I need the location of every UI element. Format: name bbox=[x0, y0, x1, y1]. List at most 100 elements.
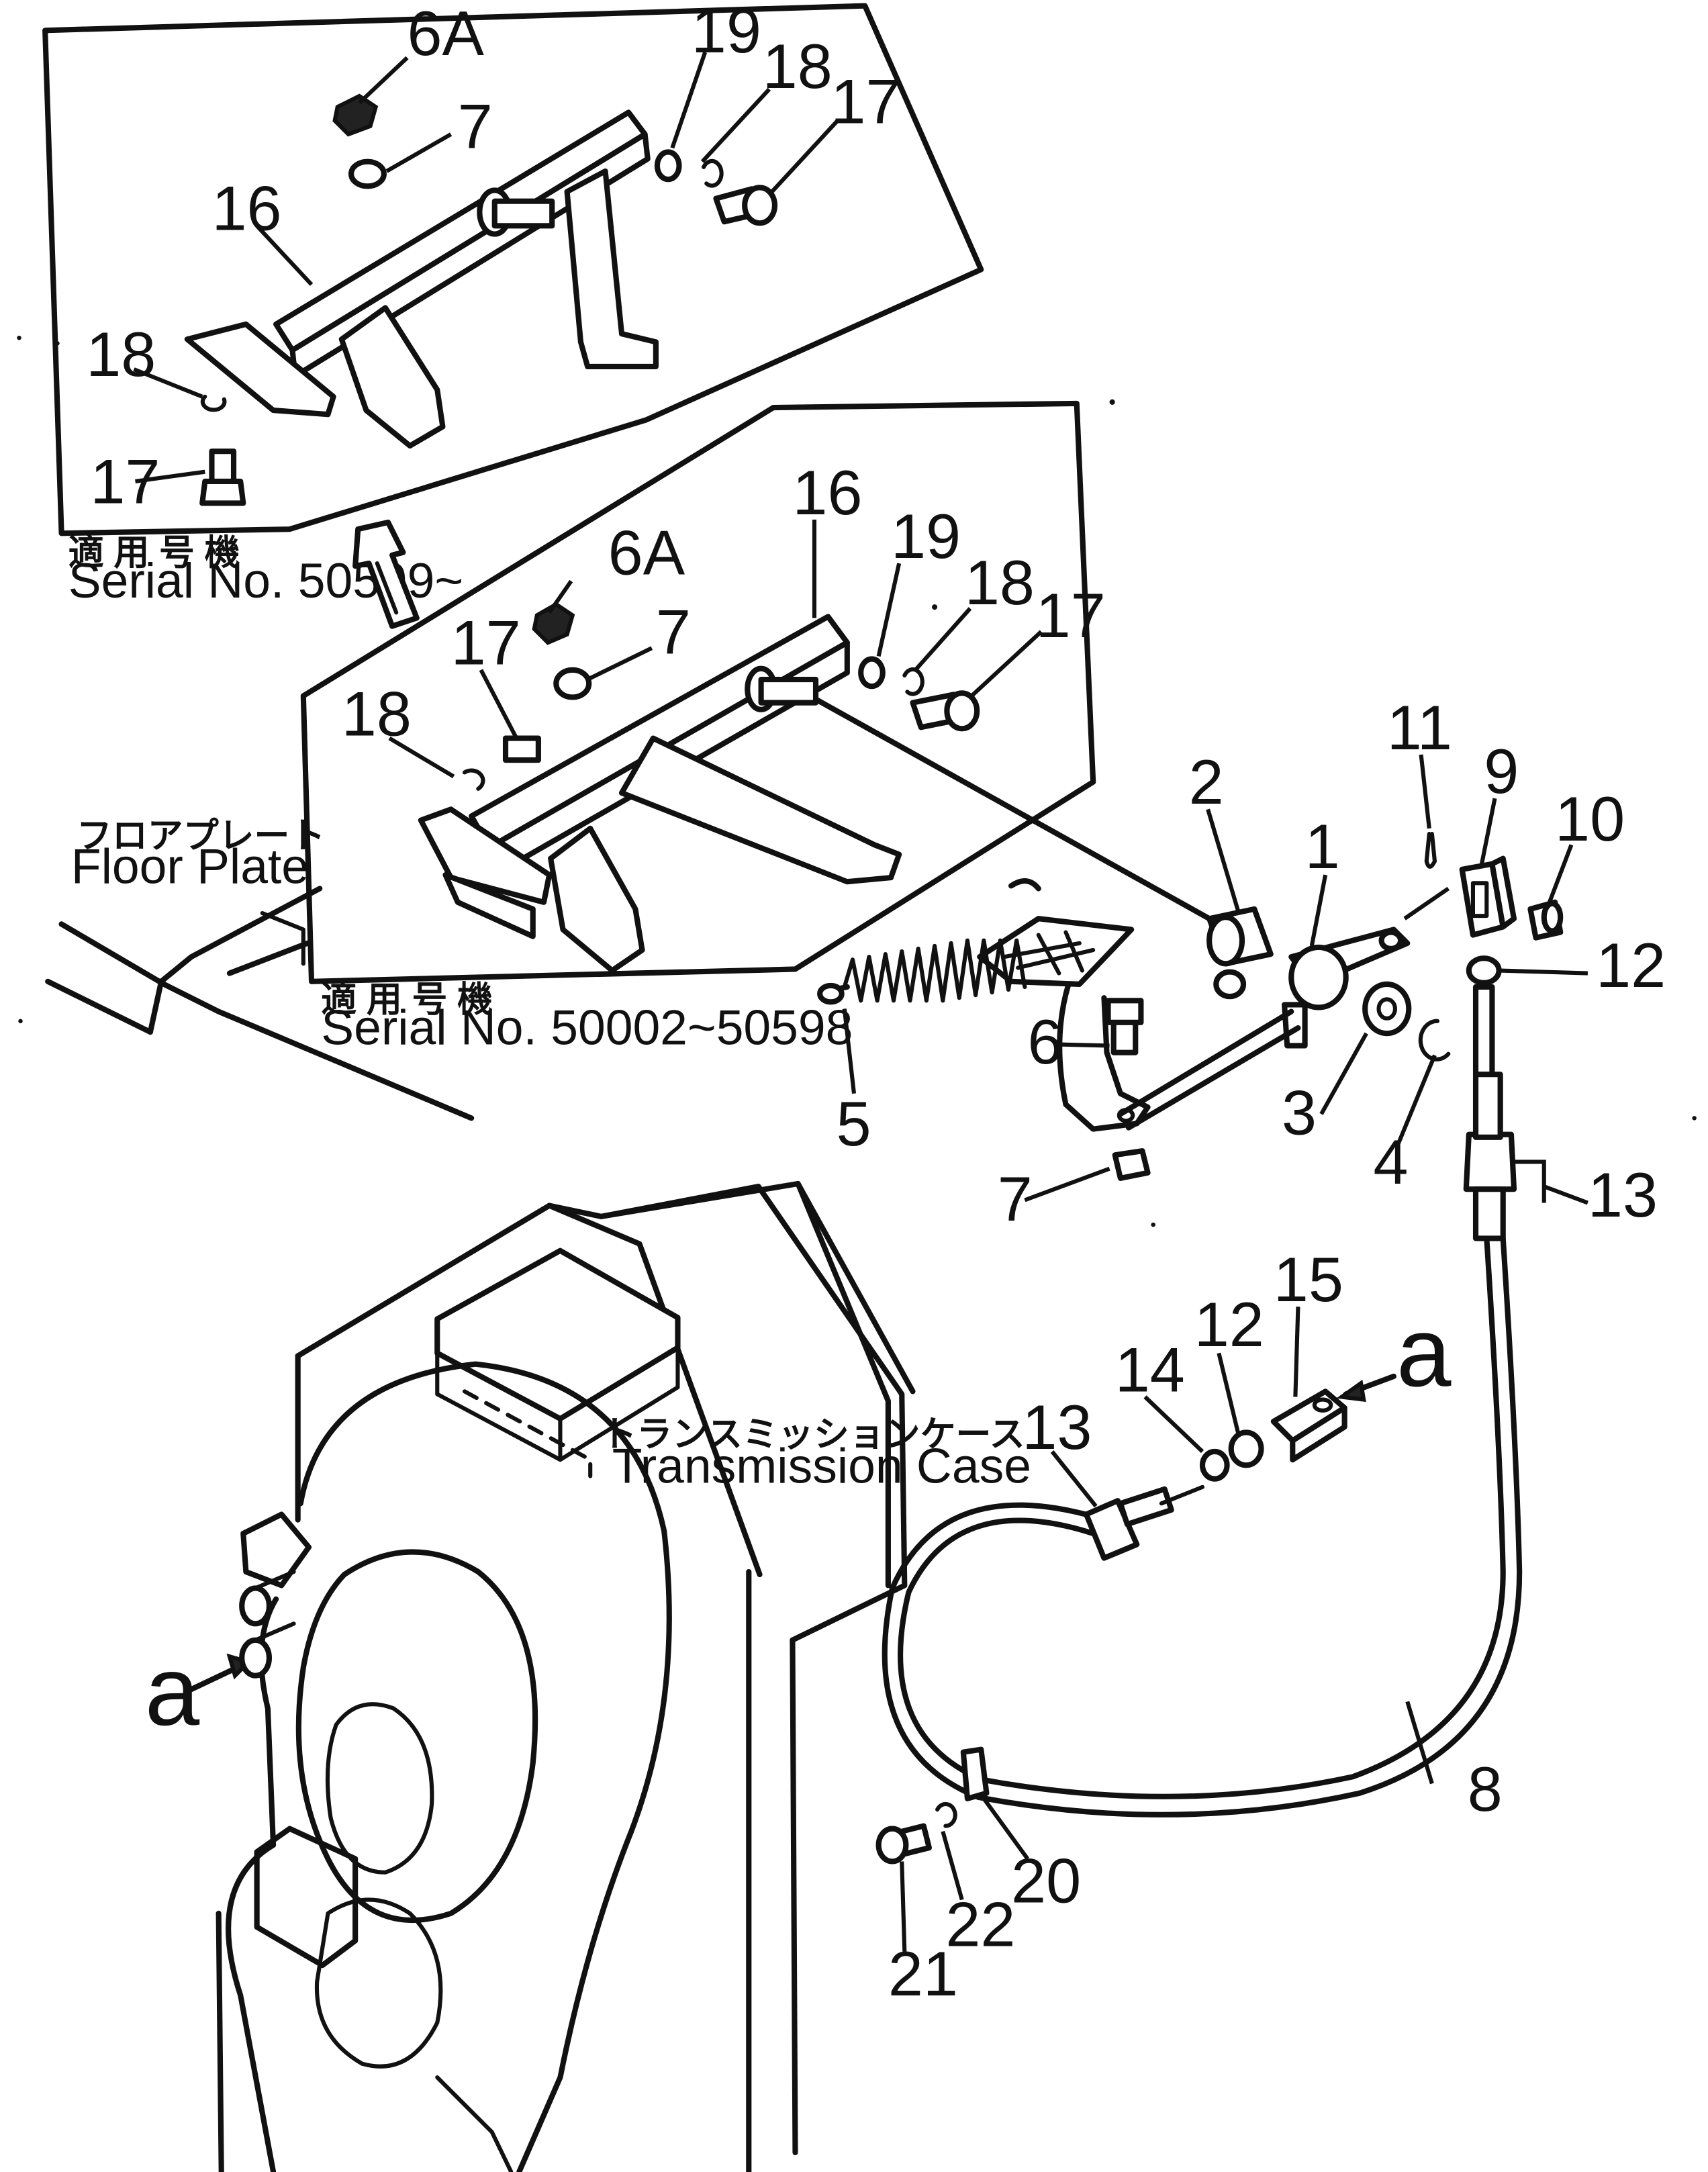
port-middle bbox=[239, 1585, 273, 1627]
pedal-arm bbox=[1057, 981, 1151, 1132]
callout-13-lower: 13 bbox=[1022, 1392, 1092, 1462]
callout-14: 14 bbox=[1115, 1334, 1185, 1405]
bushing-2-end bbox=[1206, 914, 1245, 967]
callout-11: 11 bbox=[1387, 692, 1452, 763]
bolt-head-17b-top bbox=[199, 478, 246, 506]
transmission-case bbox=[216, 1180, 916, 2172]
support-arm-mid bbox=[618, 735, 902, 885]
callout-18a-top: 18 bbox=[763, 31, 833, 101]
pin-shaft-mid bbox=[758, 676, 819, 706]
callout-13-upper: 13 bbox=[1588, 1160, 1658, 1230]
callout-5: 5 bbox=[837, 1088, 871, 1159]
scan-speckles bbox=[17, 335, 1697, 1691]
cable-fitting-13-lower bbox=[1083, 1498, 1140, 1561]
nut-12-lower bbox=[1228, 1429, 1264, 1468]
washer-19-top bbox=[654, 149, 682, 183]
port-upper bbox=[240, 1511, 312, 1589]
callout-7-top: 7 bbox=[458, 91, 493, 161]
bell-opening bbox=[295, 1549, 538, 1924]
stop-bracket-top bbox=[338, 305, 446, 449]
nut-12-upper bbox=[1466, 955, 1502, 986]
cable-rod-upper bbox=[1472, 984, 1495, 1078]
callout-a-right: a bbox=[1396, 1297, 1452, 1407]
callout-a-left: a bbox=[145, 1636, 200, 1746]
serial-mid-jp: 適 用 号 機 bbox=[321, 980, 493, 1020]
ear-base-mid bbox=[442, 871, 536, 939]
support-arm-top bbox=[564, 168, 659, 370]
callout-7-mid: 7 bbox=[656, 596, 691, 667]
callout-17a-mid: 17 bbox=[1036, 580, 1106, 651]
cotter-pin-11 bbox=[1424, 831, 1437, 869]
nut-top bbox=[348, 158, 387, 189]
bell-housing bbox=[297, 1361, 672, 2172]
top-cover bbox=[434, 1247, 681, 1422]
bolt-17b-mid bbox=[502, 735, 541, 763]
washer-22 bbox=[935, 1801, 957, 1828]
callout-6: 6 bbox=[1027, 1006, 1062, 1077]
washer-14 bbox=[1199, 1448, 1230, 1482]
callout-16-mid: 16 bbox=[792, 457, 862, 528]
snap-18b-top bbox=[200, 394, 227, 412]
left-ear-mid bbox=[418, 806, 553, 905]
snap-18-top bbox=[702, 158, 724, 188]
inset-top-frame bbox=[42, 3, 984, 536]
callout-17b-top: 17 bbox=[90, 446, 160, 516]
callout-17a-top: 17 bbox=[831, 66, 900, 137]
serial-top-jp: 適 用 号 機 bbox=[68, 533, 240, 573]
callout-18b-mid: 18 bbox=[342, 678, 412, 749]
inset-mid: 16 19 18 17 6A 7 17 18 bbox=[300, 400, 1106, 984]
callout-20: 20 bbox=[1011, 1846, 1081, 1916]
serial-mid: Serial No. 50002~50598 bbox=[321, 1000, 853, 1055]
callout-4: 4 bbox=[1373, 1127, 1408, 1197]
callout-8: 8 bbox=[1468, 1754, 1503, 1824]
callout-16-top: 16 bbox=[211, 173, 281, 243]
stop-bracket-mid bbox=[548, 825, 645, 974]
callout-12-upper: 12 bbox=[1596, 930, 1666, 1000]
main-assembly: 1 2 3 4 5 6 7 8 9 10 11 12 13 15 12 14 1… bbox=[145, 692, 1666, 2009]
callout-18b-top: 18 bbox=[86, 319, 156, 389]
shaft-collar bbox=[1213, 969, 1247, 1000]
callout-7-main: 7 bbox=[998, 1164, 1033, 1234]
callout-19-mid: 19 bbox=[891, 501, 961, 571]
left-ear-top bbox=[184, 321, 336, 418]
lever-hub-1 bbox=[1288, 944, 1349, 1010]
washer-3 bbox=[1362, 981, 1412, 1037]
nut-7 bbox=[1112, 1148, 1151, 1181]
callout-21: 21 bbox=[888, 1938, 958, 2009]
floor-plate-jp: フロアプレート bbox=[77, 816, 325, 855]
callout-22: 22 bbox=[945, 1889, 1015, 1960]
lever-hole-1 bbox=[1378, 929, 1404, 952]
callout-6A-mid: 6A bbox=[608, 517, 685, 587]
callout-17b-mid: 17 bbox=[451, 608, 521, 678]
inset-top: 6A 7 16 19 18 17 18 17 bbox=[42, 0, 984, 536]
snap-ring-4 bbox=[1418, 1019, 1451, 1061]
transmission-jp: トランスミッションケース bbox=[601, 1415, 1025, 1454]
washer-19-mid bbox=[858, 656, 886, 690]
callout-9: 9 bbox=[1484, 736, 1519, 806]
snap-18-mid bbox=[902, 667, 924, 696]
callout-10: 10 bbox=[1555, 784, 1625, 854]
cable-fitting-13-upper bbox=[1463, 1131, 1517, 1192]
callout-6A-top: 6A bbox=[407, 0, 484, 68]
callout-3: 3 bbox=[1282, 1078, 1317, 1148]
cable-8 bbox=[882, 1235, 1523, 1817]
floor-plate bbox=[45, 886, 475, 1121]
callout-1: 1 bbox=[1305, 811, 1340, 882]
callout-15: 15 bbox=[1274, 1244, 1343, 1315]
spring-5 bbox=[817, 878, 1041, 1005]
inset-mid-frame bbox=[300, 400, 1096, 984]
port-lower bbox=[239, 1637, 273, 1679]
callout-18a-mid: 18 bbox=[965, 547, 1035, 618]
callout-12-lower: 12 bbox=[1194, 1289, 1264, 1360]
grease-fitting-top bbox=[332, 93, 379, 137]
transmission-label: Transmission Case bbox=[612, 1439, 1031, 1494]
callout-2: 2 bbox=[1189, 747, 1224, 817]
bolt-head-17-mid bbox=[944, 690, 980, 732]
snap-18b-mid bbox=[462, 768, 485, 791]
bolt-head-17-top bbox=[742, 185, 778, 226]
clamp-20 bbox=[960, 1746, 990, 1801]
pin-shaft-top bbox=[491, 198, 555, 229]
nut-mid bbox=[553, 667, 592, 700]
arrow-up-icon bbox=[352, 519, 420, 629]
